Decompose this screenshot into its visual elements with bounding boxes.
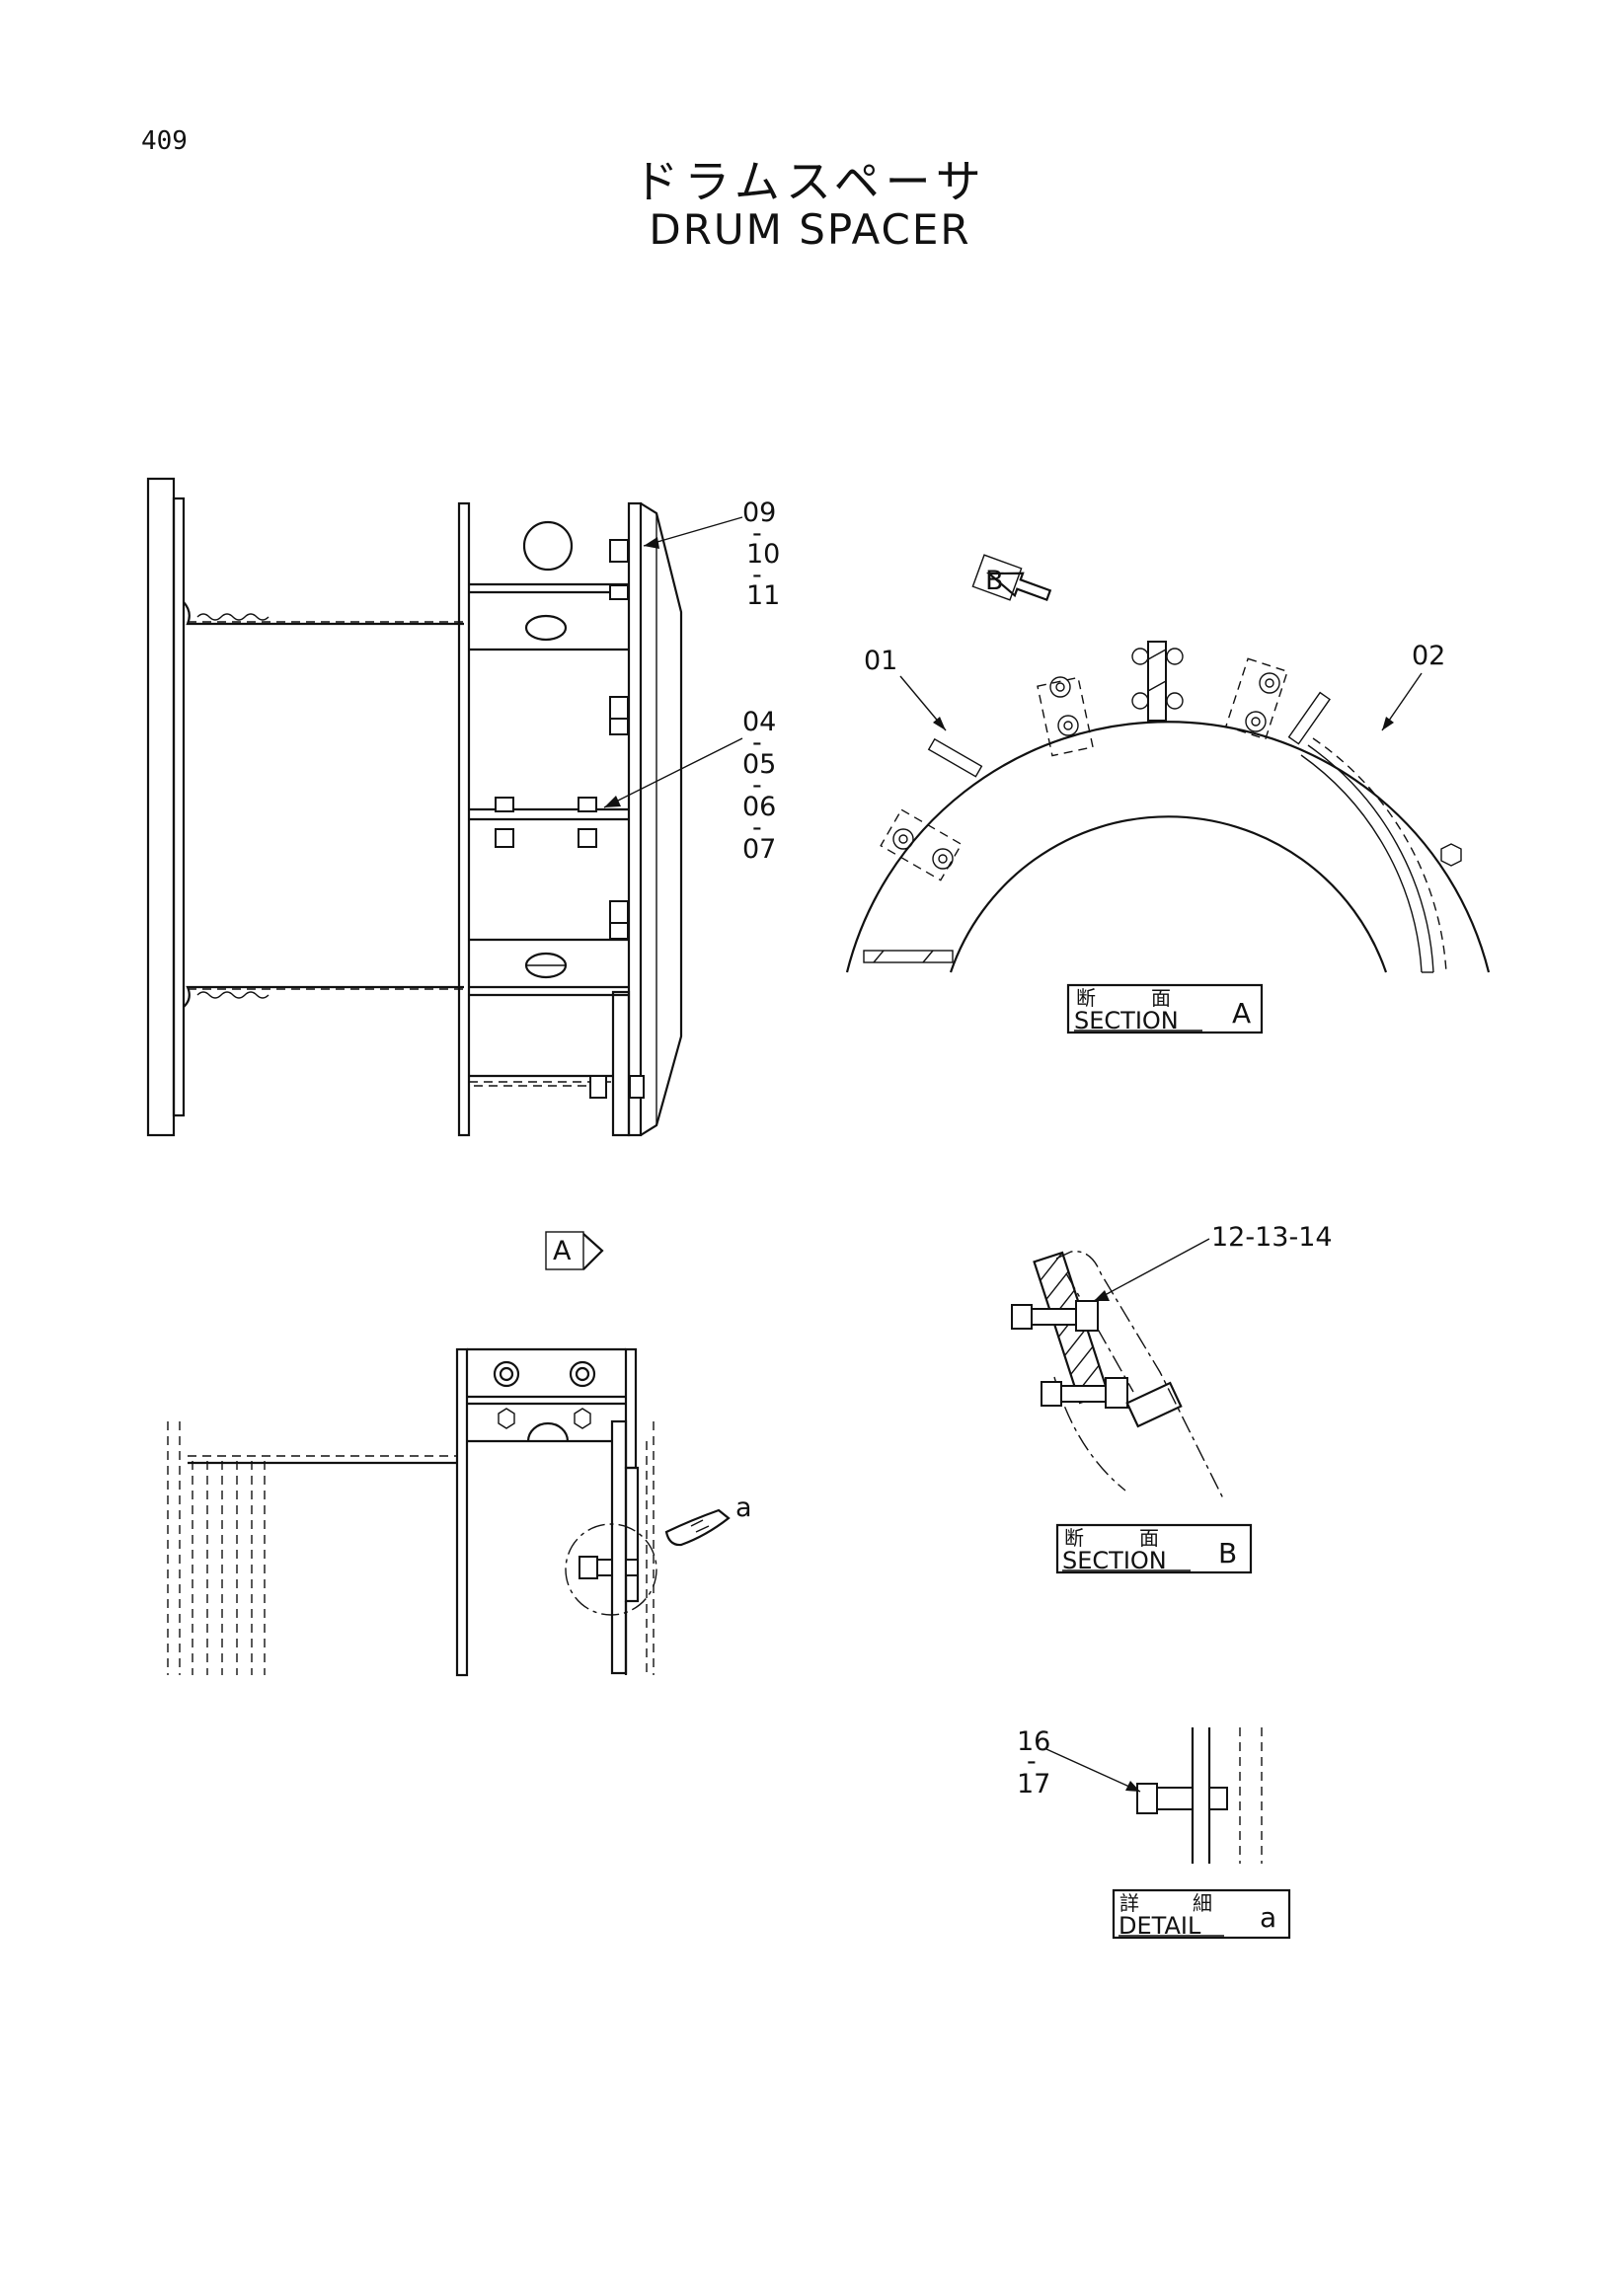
svg-text:断: 断 <box>1076 986 1096 1010</box>
section-a-label: 断 面 SECTION A <box>1066 983 1264 1034</box>
section-b-label: 断 面 SECTION B <box>1055 1523 1253 1574</box>
callout-01: 01 <box>864 646 897 676</box>
svg-text:-: - <box>1027 1746 1037 1777</box>
detail-a-circle <box>565 1523 657 1616</box>
callout-12-13-14: 12-13-14 <box>1211 1222 1333 1253</box>
spacer-inner-arc <box>949 815 1388 973</box>
drum-flange-lip <box>172 497 186 1117</box>
drum-wall-bottom <box>183 985 464 1008</box>
arrow-b-letter: B <box>985 566 1004 596</box>
lightening-hole <box>522 520 574 572</box>
title-japanese: ドラムスペーサ <box>633 155 987 208</box>
svg-text:面: 面 <box>1151 986 1171 1010</box>
spacer-cover <box>640 502 683 1136</box>
section-b-letter: B <box>1218 1537 1237 1569</box>
callout-11: 11 <box>746 580 780 611</box>
section-a-bolts <box>880 641 1288 881</box>
svg-text:-: - <box>752 518 762 549</box>
svg-text:-: - <box>752 812 762 843</box>
page-number: 409 <box>141 126 188 156</box>
callout-09: 09 <box>742 497 776 528</box>
bolt-set-side <box>495 539 645 1099</box>
drum-wall-top <box>183 601 464 626</box>
view-arrow-a: A <box>545 1231 604 1270</box>
title-english: DRUM SPACER <box>649 205 971 254</box>
detail-a-view <box>1136 1727 1263 1864</box>
callout-02: 02 <box>1412 641 1445 671</box>
svg-text:断: 断 <box>1064 1526 1084 1550</box>
svg-text:-: - <box>752 560 762 590</box>
svg-text:-: - <box>752 727 762 758</box>
detail-a-letter: a <box>1260 1901 1276 1934</box>
spacer-right-plate <box>627 501 643 1137</box>
section-a-view <box>845 641 1491 973</box>
view-a-assembly: A <box>167 1231 752 1677</box>
svg-text:-: - <box>752 770 762 801</box>
view-arrow-b: B <box>971 554 1052 602</box>
pointer-hand-icon <box>664 1508 731 1547</box>
callout-17: 17 <box>1017 1769 1050 1799</box>
callout-05: 05 <box>742 749 776 780</box>
svg-text:細: 細 <box>1193 1891 1212 1915</box>
spacer-outer-arc <box>845 721 1491 973</box>
callout-06: 06 <box>742 792 776 822</box>
detail-reference: a <box>735 1492 752 1523</box>
svg-text:詳: 詳 <box>1119 1891 1139 1915</box>
callout-10: 10 <box>746 539 780 570</box>
callout-16: 16 <box>1017 1726 1050 1757</box>
side-view-assembly <box>146 477 683 1137</box>
section-b-view <box>1011 1250 1225 1501</box>
spacer-left-plate <box>457 501 471 1137</box>
drum-flange <box>146 477 176 1137</box>
section-a-letter: A <box>1232 997 1251 1030</box>
callout-04: 04 <box>742 707 776 737</box>
svg-text:面: 面 <box>1139 1526 1159 1550</box>
callout-07: 07 <box>742 834 776 865</box>
arrow-a-letter: A <box>553 1236 572 1266</box>
detail-a-label: 詳 細 DETAIL a <box>1112 1888 1291 1940</box>
